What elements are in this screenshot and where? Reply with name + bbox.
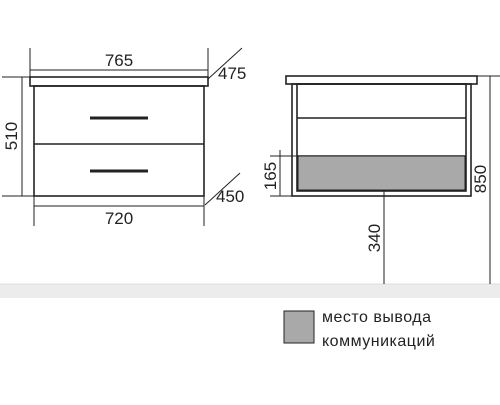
dim-utility-height (270, 150, 298, 197)
label-body-width: 720 (105, 209, 133, 228)
label-floor-to-top: 850 (471, 165, 490, 193)
label-body-depth: 450 (216, 187, 244, 206)
legend-line-1: место вывода (322, 309, 432, 326)
dim-top-depth (207, 47, 243, 80)
dim-body-width (33, 196, 205, 226)
countertop (29, 76, 209, 87)
cabinet-body (33, 85, 205, 197)
side-inner-box (296, 83, 467, 192)
label-top-depth: 475 (218, 64, 246, 83)
dim-height (2, 76, 34, 197)
floor-band (0, 284, 500, 298)
front-view (29, 76, 209, 197)
dim-floor-to-top (477, 75, 500, 284)
label-height: 510 (2, 122, 21, 150)
dim-body-depth (204, 172, 241, 206)
label-top-width: 765 (105, 51, 133, 70)
utility-zone (297, 155, 466, 191)
label-utility-height: 165 (261, 162, 280, 190)
side-countertop (285, 75, 478, 85)
legend-line-2: коммуникаций (322, 333, 435, 350)
label-pipe-height: 340 (365, 224, 384, 252)
legend-swatch (283, 310, 315, 344)
dim-top-width (29, 48, 209, 77)
